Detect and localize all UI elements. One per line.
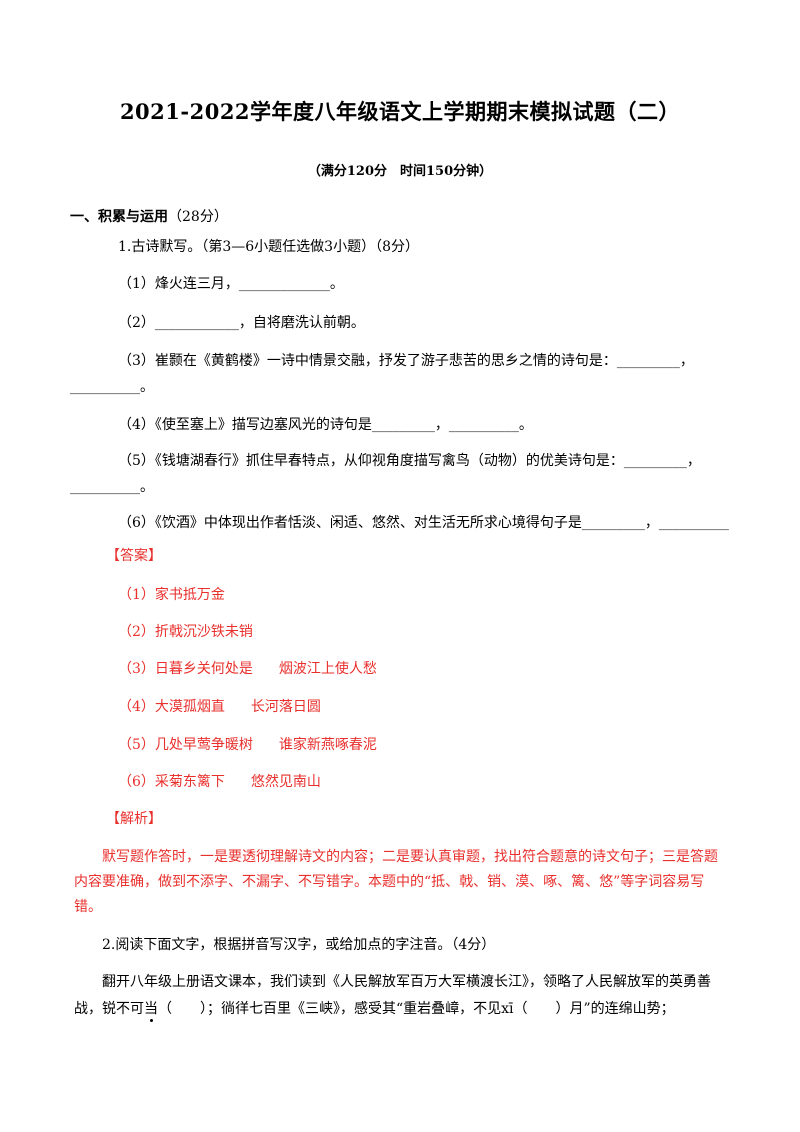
answer-item-2: （2）折戟沉沙铁未销	[118, 621, 253, 641]
question-1-item-5-cont: __________。	[70, 479, 154, 495]
answer-item-3-a: （3）日暮乡关何处是	[118, 661, 253, 677]
answer-item-4-b: 长河落日圆	[250, 699, 321, 715]
answer-item-6-b: 悠然见南山	[250, 774, 321, 790]
answer-item-3-b: 烟波江上使人愁	[278, 661, 377, 677]
section-heading: 一、积累与运用（28分）	[70, 206, 228, 226]
analysis-line-3: 错。	[74, 899, 102, 915]
analysis-line-2: 内容要准确，做到不添字、不漏字、不写错字。本题中的“抵、戟、销、漠、啄、篱、悠”…	[74, 874, 705, 890]
question-2-line-1: 翻开八年级上册语文课本，我们读到《人民解放军百万大军横渡长江》，领略了人民解放军…	[102, 974, 711, 990]
answer-item-5: （5）几处早莺争暖树 谁家新燕啄春泥	[118, 734, 377, 754]
question-1-item-5: （5）《钱塘湖春行》抓住早春特点，从仰视角度描写禽鸟（动物）的优美诗句是：___…	[118, 453, 701, 469]
question-1-item-2: （2）____________，自将磨洗认前朝。	[118, 315, 365, 331]
answer-item-4-a: （4）大漠孤烟直	[118, 699, 225, 715]
question-1-stem: 1.古诗默写。（第3—6小题任选做3小题）（8分）	[118, 239, 419, 255]
section-score: （28分）	[168, 209, 228, 225]
answer-item-5-b: 谁家新燕啄春泥	[278, 737, 377, 753]
answer-item-2-a: （2）折戟沉沙铁未销	[118, 624, 253, 640]
question-1-item-3: （3）崔颢在《黄鹤楼》一诗中情景交融，抒发了游子悲苦的思乡之情的诗句是：____…	[118, 353, 694, 369]
answer-item-1: （1）家书抵万金	[118, 584, 225, 604]
answer-item-5-a: （5）几处早莺争暖树	[118, 737, 253, 753]
answer-item-6: （6）采菊东篱下 悠然见南山	[118, 771, 321, 791]
answer-item-4: （4）大漠孤烟直 长河落日圆	[118, 696, 321, 716]
answer-item-1-a: （1）家书抵万金	[118, 587, 225, 603]
analysis-label: 【解析】	[106, 811, 162, 827]
question-1-item-4: （4）《使至塞上》描写边塞风光的诗句是_________，__________。	[118, 417, 533, 433]
question-2-line-2: 战，锐不可当（ ）；徜徉七百里《三峡》，感受其“重岩叠嶂，不见xī（ ）月”的连…	[74, 998, 675, 1018]
answer-item-3: （3）日暮乡关何处是 烟波江上使人愁	[118, 658, 377, 678]
page-title: 2021-2022学年度八年级语文上学期期末模拟试题（二）	[119, 99, 681, 124]
answer-item-6-a: （6）采菊东篱下	[118, 774, 225, 790]
question-1-item-1: （1）烽火连三月，_____________。	[118, 276, 344, 292]
question-2-stem: 2.阅读下面文字，根据拼音写汉字，或给加点的字注音。（4分）	[102, 937, 496, 953]
question-1-item-6: （6）《饮酒》中体现出作者恬淡、闲适、悠然、对生活无所求心境得句子是______…	[118, 515, 729, 531]
emphasis-dot-char: 当	[144, 1001, 158, 1017]
section-heading-text: 一、积累与运用	[70, 209, 168, 225]
question-2-line-2-post: （ ）；徜徉七百里《三峡》，感受其“重岩叠嶂，不见xī（ ）月”的连绵山势；	[158, 1001, 675, 1017]
analysis-line-1: 默写题作答时，一是要透彻理解诗文的内容；二是要认真审题，找出符合题意的诗文句子；…	[102, 849, 718, 865]
question-2-line-2-pre: 战，锐不可	[74, 1001, 144, 1017]
question-1-item-3-cont: __________。	[70, 379, 154, 395]
answer-label: 【答案】	[106, 548, 162, 564]
page-subtitle: （满分120分 时间150分钟）	[307, 164, 493, 179]
